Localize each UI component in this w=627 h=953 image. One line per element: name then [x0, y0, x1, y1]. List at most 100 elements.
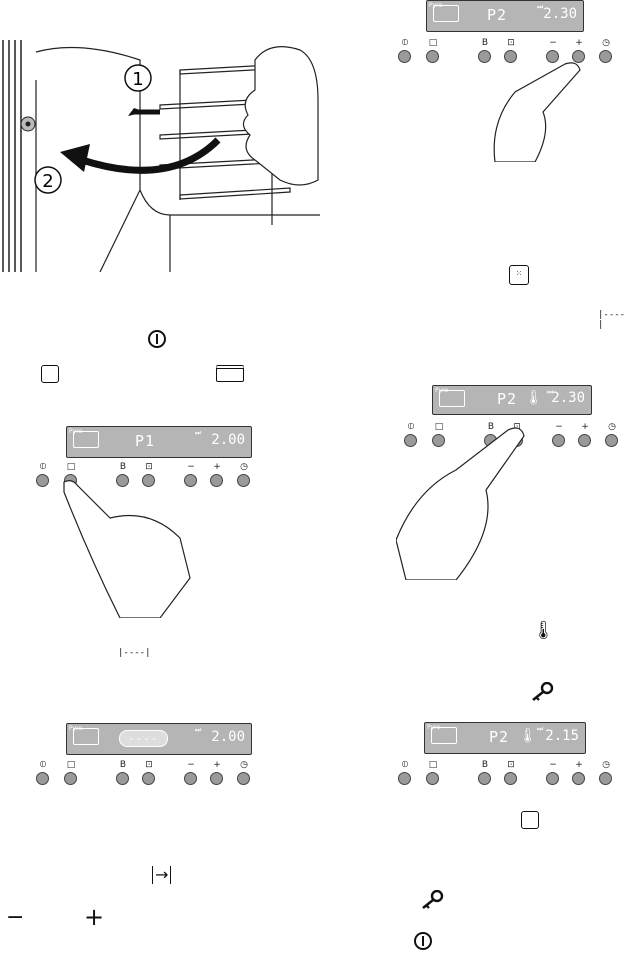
- panel-button[interactable]: [572, 50, 585, 63]
- panel-button[interactable]: [184, 772, 197, 785]
- panel-button[interactable]: [552, 434, 565, 447]
- skip-icon: ⏭: [547, 388, 554, 396]
- button-label: ⦶: [39, 760, 47, 770]
- panel-button[interactable]: [426, 772, 439, 785]
- on-off-icon: [414, 932, 432, 950]
- panel-button[interactable]: [210, 474, 223, 487]
- panel-button[interactable]: [432, 434, 445, 447]
- panel-button[interactable]: [398, 772, 411, 785]
- panel-button[interactable]: [142, 474, 155, 487]
- blinking-program-readout: ----: [119, 730, 168, 747]
- display: Pyro P1 ⏭ 2.00: [66, 426, 252, 458]
- key-lock-icon: [422, 890, 444, 910]
- hand-pressing-function: [63, 480, 191, 618]
- oven-icon: [439, 390, 465, 407]
- button-label: ⦶: [39, 462, 47, 472]
- panel-button[interactable]: [572, 772, 585, 785]
- heating-element-icon: ⁙: [509, 265, 529, 285]
- panel-button[interactable]: [504, 50, 517, 63]
- function-button-icon: [41, 365, 59, 383]
- oven-icon: [433, 5, 459, 22]
- key-lock-icon: [532, 682, 554, 702]
- panel-button[interactable]: [116, 474, 129, 487]
- program-readout: P2: [489, 728, 510, 746]
- button-label: +: [575, 760, 583, 770]
- minus-icon: −: [6, 905, 25, 930]
- panel-button[interactable]: [578, 434, 591, 447]
- button-label: ⊡: [507, 760, 515, 770]
- oven-icon: [73, 728, 99, 745]
- button-label: □: [428, 760, 438, 770]
- skip-icon: ⏭: [195, 429, 202, 437]
- panel-button[interactable]: [478, 772, 491, 785]
- end-time-icon: →: [152, 866, 172, 884]
- button-label: ⦶: [407, 422, 415, 432]
- skip-icon: ⏭: [537, 725, 544, 733]
- button-label: ◷: [240, 760, 248, 770]
- panel-button[interactable]: [36, 772, 49, 785]
- button-label: □: [428, 38, 438, 48]
- panel-button[interactable]: [404, 434, 417, 447]
- button-label: ◷: [602, 760, 610, 770]
- button-label: −: [187, 760, 195, 770]
- display: Pyro P2 ⏭ 2.30: [426, 0, 584, 32]
- panel-button[interactable]: [599, 50, 612, 63]
- button-label: B: [119, 760, 127, 770]
- button-label: ⊡: [513, 422, 521, 432]
- button-label: B: [481, 760, 489, 770]
- pyrolysis-oven-icon: [216, 365, 244, 382]
- button-label: ⊡: [507, 38, 515, 48]
- skip-icon: ⏭: [537, 3, 544, 11]
- control-panel-p2-locked: Pyro P2 🌡 ⏭ 2.15: [424, 722, 586, 762]
- panel-button[interactable]: [546, 50, 559, 63]
- rack-removal-illustration: 1 2: [2, 40, 320, 272]
- button-label: □: [66, 760, 76, 770]
- button-label: +: [575, 38, 583, 48]
- time-readout: 2.30: [543, 6, 577, 22]
- button-label: +: [581, 422, 589, 432]
- panel-button[interactable]: [116, 772, 129, 785]
- panel-button[interactable]: [478, 50, 491, 63]
- thermometer-icon: 🌡: [532, 620, 555, 641]
- button-label: −: [549, 38, 557, 48]
- time-readout: 2.00: [211, 432, 245, 448]
- button-label: ⊡: [145, 760, 153, 770]
- program-readout: P2: [497, 390, 518, 408]
- button-label: ⊡: [145, 462, 153, 472]
- panel-button[interactable]: [237, 772, 250, 785]
- time-readout: 2.15: [545, 728, 579, 744]
- panel-button[interactable]: [210, 772, 223, 785]
- dash-display-icon: |----|: [118, 648, 151, 658]
- control-panel-p1: Pyro P1 ⏭ 2.00: [36, 426, 252, 496]
- plus-icon: +: [84, 903, 105, 931]
- display: Pyro P2 🌡 ⏭ 2.30: [432, 385, 592, 415]
- control-panel-blinking: Pyro ---- ⏭ 2.00: [66, 723, 252, 793]
- time-readout: 2.00: [211, 729, 245, 745]
- panel-button[interactable]: [36, 474, 49, 487]
- button-label: −: [187, 462, 195, 472]
- panel-button[interactable]: [184, 474, 197, 487]
- control-panel-p2-thermometer: Pyro P2 🌡 ⏭ 2.30: [432, 385, 592, 425]
- oven-icon: [73, 431, 99, 448]
- panel-button[interactable]: [142, 772, 155, 785]
- display: Pyro ---- ⏭ 2.00: [66, 723, 252, 755]
- panel-button[interactable]: [237, 474, 250, 487]
- oven-icon: [431, 727, 457, 744]
- panel-button[interactable]: [426, 50, 439, 63]
- button-label: +: [213, 462, 221, 472]
- panel-button[interactable]: [504, 772, 517, 785]
- button-label: −: [549, 760, 557, 770]
- panel-button[interactable]: [64, 772, 77, 785]
- panel-button[interactable]: [605, 434, 618, 447]
- button-label: B: [481, 38, 489, 48]
- button-label: ◷: [602, 38, 610, 48]
- button-label: ◷: [240, 462, 248, 472]
- panel-button[interactable]: [599, 772, 612, 785]
- function-button-icon: [521, 811, 539, 829]
- panel-button[interactable]: [546, 772, 559, 785]
- button-label: □: [66, 462, 76, 472]
- time-readout: 2.30: [551, 390, 585, 406]
- button-label: −: [555, 422, 563, 432]
- button-label: ⦶: [401, 38, 409, 48]
- panel-button[interactable]: [398, 50, 411, 63]
